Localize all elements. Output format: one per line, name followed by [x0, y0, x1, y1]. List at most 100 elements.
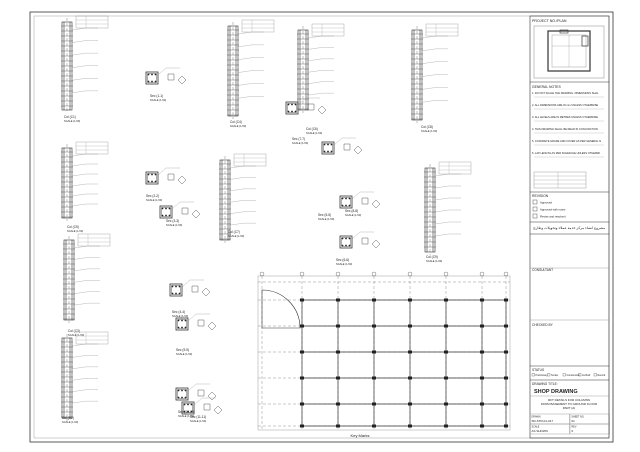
- drawing-subtitle-line: PART (A): [563, 406, 576, 410]
- detail-label: Col (C1): [64, 115, 76, 119]
- status-heading: STATUS: [532, 368, 544, 372]
- drawing-title: SHOP DRAWING: [534, 389, 578, 395]
- revision-heading: REVISION: [532, 194, 549, 198]
- detail-label: Sec (10-10): [178, 410, 195, 414]
- title-field-value: SD-STR-01-017: [532, 419, 554, 423]
- detail-scale: SCALE (1-50): [306, 131, 322, 135]
- plan-column-marker: [372, 324, 376, 328]
- column-schedule-table: [425, 23, 459, 37]
- column-section: Sec (10-10)SCALE (1-50): [175, 383, 217, 418]
- title-field-label: REV: [572, 426, 577, 429]
- title-field-value: 01: [572, 419, 576, 423]
- plan-column-marker: [372, 402, 376, 406]
- column-elevation: Col (C6)SCALE (1-50): [297, 23, 345, 135]
- detail-label: Sec (4-4): [172, 310, 185, 314]
- detail-label: Sec (8-8): [345, 209, 358, 213]
- general-note: 2. ALL DIMENSIONS ARE IN mm UNLESS OTHER…: [532, 103, 598, 107]
- drawing-subtitle-line: FROM BASEMENT TO GROUND FLOOR: [541, 402, 598, 406]
- detail-scale: SCALE (1-50): [172, 314, 188, 318]
- general-note: 6. LAP LENGTH AS PER SCHEDULE UNLESS OTH…: [532, 151, 600, 155]
- revision-checkbox: [532, 206, 538, 212]
- column-elevation: Col (C3)SCALE (1-50): [63, 233, 111, 337]
- plan-column-marker: [480, 324, 484, 328]
- detail-label: Sec (6-6): [336, 258, 349, 262]
- detail-label: Sec (1-1): [150, 94, 163, 98]
- detail-scale: SCALE (1-50): [62, 420, 78, 424]
- plan-column-marker: [408, 402, 412, 406]
- plan-column-marker: [504, 350, 508, 354]
- detail-scale: SCALE (1-50): [292, 141, 308, 145]
- sheet-inner-border: [33, 15, 610, 439]
- title-field-value: 0: [572, 429, 574, 433]
- detail-scale: SCALE (1-50): [150, 98, 166, 102]
- title-field-value: AS SHOWN: [532, 429, 548, 433]
- revision-checkbox: [532, 199, 538, 205]
- plan-column-marker: [480, 376, 484, 380]
- column-schedule-table: [438, 161, 472, 175]
- column-schedule-table: [75, 331, 109, 345]
- plan-column-marker: [408, 350, 412, 354]
- plan-column-marker: [300, 350, 304, 354]
- status-checkbox: [547, 373, 551, 377]
- plan-column-marker: [372, 424, 376, 428]
- status-option: Preliminary: [536, 374, 549, 377]
- plan-column-marker: [444, 424, 448, 428]
- detail-label: Sec (7-7): [292, 137, 305, 141]
- plan-column-marker: [336, 402, 340, 406]
- drawing-subtitle-line: RFT DETAILS FOR COLUMNS: [548, 398, 590, 402]
- plan-column-marker: [372, 376, 376, 380]
- column-schedule-table: [75, 15, 109, 29]
- plan-column-marker: [444, 298, 448, 302]
- revision-item: Approved: [540, 201, 552, 205]
- general-note: 5. CONCRETE GRADE AND COVER AS PER GENER…: [532, 139, 601, 143]
- general-note: 1. DO NOT SCALE THE DRAWING. DIMENSIONS …: [532, 91, 599, 95]
- detail-scale: SCALE (1-50): [228, 234, 244, 238]
- column-section: Sec (7-7)SCALE (1-50): [285, 97, 327, 145]
- column-schedule-table: [241, 19, 275, 33]
- title-block: PROJECT NO./PLAN GENERAL NOTES 1. DO NOT…: [529, 15, 610, 439]
- plan-column-marker: [444, 324, 448, 328]
- plan-column-marker: [444, 402, 448, 406]
- curved-wall: [261, 289, 301, 329]
- detail-label: Sec (5-5): [318, 213, 331, 217]
- detail-scale: SCALE (1-50): [318, 217, 334, 221]
- detail-label: Col (C6): [306, 127, 318, 131]
- plan-column-marker: [336, 424, 340, 428]
- detail-scale: SCALE (1-50): [166, 223, 182, 227]
- column-section: Sec (8-8)SCALE (1-50): [339, 191, 381, 217]
- detail-scale: SCALE (1-50): [178, 414, 194, 418]
- detail-label: Col (C8): [421, 125, 433, 129]
- plan-column-marker: [504, 298, 508, 302]
- column-elevation: Col (C7)SCALE (1-50): [219, 153, 267, 243]
- column-elevation: Col (C9)SCALE (1-50): [424, 161, 472, 263]
- revision-checkbox: [532, 213, 538, 219]
- plan-column-marker: [504, 324, 508, 328]
- detail-label: Sec (2-2): [146, 194, 159, 198]
- general-note: 4. THIS DRAWING SHALL BE READ IN CONJUNC…: [532, 127, 598, 131]
- plan-column-marker: [480, 402, 484, 406]
- plan-column-marker: [480, 350, 484, 354]
- column-elevation: Col (C1)SCALE (1-50): [61, 15, 109, 123]
- detail-label: Col (C7): [228, 230, 240, 234]
- status-checkbox: [578, 373, 582, 377]
- detail-scale: SCALE (1-50): [421, 129, 437, 133]
- plan-column-marker: [336, 376, 340, 380]
- column-section: Sec (2-2)SCALE (1-50): [145, 167, 187, 202]
- plan-column-marker: [372, 298, 376, 302]
- detail-label: Sec (11-11): [190, 415, 206, 419]
- detail-label: Col (C9): [426, 255, 438, 259]
- plan-column-marker: [300, 298, 304, 302]
- column-section: Sec (5-5)SCALE (1-50): [318, 137, 363, 221]
- plan-column-marker: [300, 402, 304, 406]
- column-details: Col (C1)SCALE (1-50)Col (C4)SCALE (1-50)…: [61, 15, 472, 424]
- column-section: Sec (3-3)SCALE (1-50): [159, 201, 201, 227]
- project-header: PROJECT NO./PLAN: [532, 19, 567, 23]
- detail-label: Sec (9-9): [176, 348, 189, 352]
- detail-label: Col (C3): [68, 329, 80, 333]
- drawing-title-label: DRAWING TITLE:: [532, 382, 558, 386]
- status-option: Construction: [567, 374, 581, 377]
- plan-column-marker: [300, 376, 304, 380]
